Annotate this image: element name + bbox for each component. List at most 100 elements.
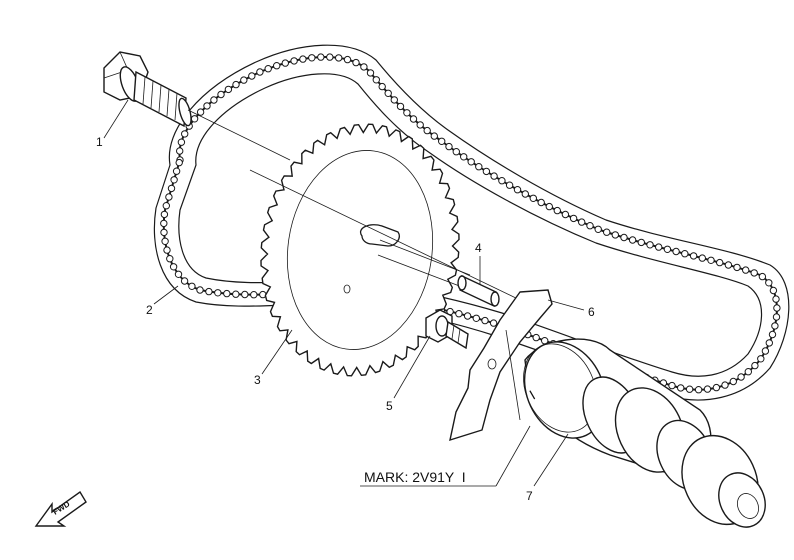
chain-roller bbox=[545, 202, 553, 211]
chain-roller bbox=[729, 377, 737, 386]
chain-roller bbox=[181, 130, 189, 138]
chain-roller bbox=[681, 250, 689, 258]
chain-roller bbox=[264, 65, 272, 73]
chain-roller bbox=[761, 347, 770, 355]
leader-lines bbox=[103, 99, 585, 487]
chain-roller bbox=[721, 381, 729, 389]
callout-6: 6 bbox=[588, 305, 595, 319]
chain-roller bbox=[273, 61, 281, 70]
chain-roller bbox=[772, 313, 781, 321]
chain-roller bbox=[335, 54, 343, 62]
chain-roller bbox=[248, 72, 256, 80]
chain-roller bbox=[167, 184, 176, 193]
timing-mark-glyph: I bbox=[527, 387, 538, 403]
chain-roller bbox=[196, 108, 205, 116]
chain-roller bbox=[423, 126, 431, 135]
chain-roller bbox=[177, 138, 186, 146]
chain-roller bbox=[768, 330, 777, 339]
chain-roller bbox=[742, 266, 750, 274]
chain-roller bbox=[668, 381, 676, 390]
chain-roller bbox=[188, 282, 196, 290]
timing-mark-label: MARK: 2V91Y I bbox=[364, 469, 466, 485]
sprocket-bolt bbox=[103, 51, 291, 161]
chain-roller bbox=[170, 176, 178, 184]
chain-roller bbox=[438, 137, 446, 146]
chain-roller bbox=[250, 291, 258, 299]
chain-roller bbox=[475, 163, 483, 171]
chain-roller bbox=[160, 219, 168, 228]
chain-roller bbox=[384, 89, 392, 98]
callout-2: 2 bbox=[146, 303, 153, 317]
chain-roller bbox=[751, 361, 759, 370]
chain-roller bbox=[698, 254, 706, 262]
chain-roller bbox=[513, 186, 522, 194]
chain-roller bbox=[663, 245, 672, 254]
chain-roller bbox=[214, 289, 222, 297]
center-axis-line bbox=[249, 169, 521, 301]
chain-roller bbox=[326, 53, 334, 61]
callout-4: 4 bbox=[475, 241, 482, 255]
chain-roller bbox=[174, 270, 183, 278]
chain-roller bbox=[646, 241, 654, 249]
chain-roller bbox=[716, 258, 724, 267]
chain-roller bbox=[712, 383, 721, 392]
chain-roller bbox=[637, 238, 645, 247]
chain-roller bbox=[737, 373, 745, 381]
chain-roller bbox=[771, 322, 779, 330]
chain-roller bbox=[352, 58, 360, 67]
chain-roller bbox=[378, 82, 386, 91]
chain-roller bbox=[724, 261, 733, 269]
chain-roller bbox=[416, 121, 424, 129]
chain-roller bbox=[175, 158, 183, 167]
chain-roller bbox=[689, 252, 698, 260]
chain-roller bbox=[765, 339, 773, 347]
chain-roller bbox=[765, 279, 773, 287]
chain-roller bbox=[396, 102, 405, 111]
chain-roller bbox=[161, 237, 169, 246]
callout-7: 7 bbox=[526, 489, 533, 503]
chain-roller bbox=[299, 55, 307, 63]
chain-roller bbox=[256, 68, 264, 76]
chain-roller bbox=[463, 312, 472, 320]
chain-roller bbox=[569, 214, 578, 223]
chain-roller bbox=[561, 210, 570, 219]
dowel-pin bbox=[457, 274, 500, 308]
chain-roller bbox=[769, 286, 778, 295]
chain-roller bbox=[190, 115, 199, 123]
chain-roller bbox=[481, 316, 489, 325]
chain-roller bbox=[750, 269, 758, 277]
chain-roller bbox=[578, 218, 586, 226]
chain-roller bbox=[758, 272, 767, 281]
chain-roller bbox=[452, 148, 460, 156]
chain-roller bbox=[224, 85, 233, 94]
chain-roller bbox=[489, 319, 498, 327]
chain-roller bbox=[677, 384, 685, 392]
chain-roller bbox=[240, 76, 248, 84]
chain-roller bbox=[343, 55, 352, 64]
chain-roller bbox=[611, 231, 619, 239]
chain-roller bbox=[445, 142, 453, 151]
small-bolt bbox=[425, 309, 469, 350]
chain-roller bbox=[162, 202, 171, 210]
callout-3: 3 bbox=[254, 373, 261, 387]
chain-roller bbox=[166, 255, 174, 263]
chain-roller bbox=[210, 96, 218, 104]
chain-roller bbox=[482, 167, 491, 176]
chain-roller bbox=[169, 263, 178, 271]
chain-roller bbox=[317, 53, 325, 61]
chain-roller bbox=[537, 198, 545, 207]
chain-roller bbox=[757, 355, 765, 363]
chain-roller bbox=[603, 228, 611, 236]
chain-roller bbox=[281, 59, 289, 67]
chain-roller bbox=[773, 304, 781, 312]
chain-roller bbox=[241, 290, 249, 299]
chain-roller bbox=[521, 190, 529, 198]
chain-roller bbox=[685, 385, 694, 393]
chain-roller bbox=[772, 295, 780, 303]
chain-roller bbox=[744, 368, 752, 376]
callout-5: 5 bbox=[386, 399, 393, 413]
chain-roller bbox=[205, 287, 213, 296]
chain-roller bbox=[232, 290, 240, 298]
chain-roller bbox=[360, 63, 368, 71]
